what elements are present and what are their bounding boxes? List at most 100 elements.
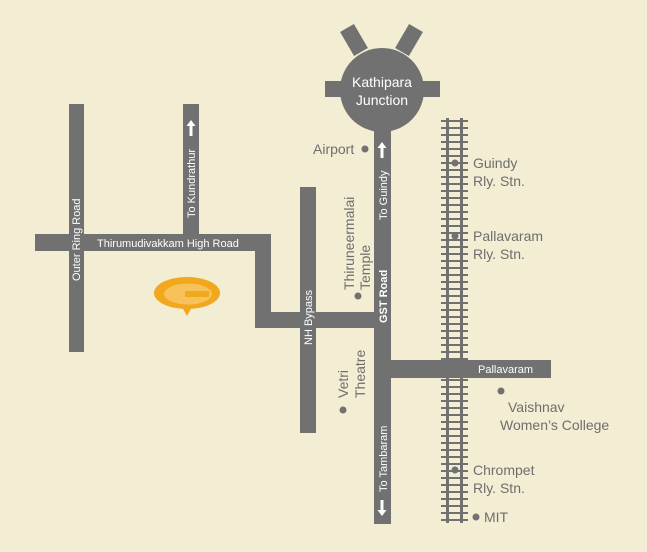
railway-sleeper xyxy=(441,421,468,423)
guindy-station-marker xyxy=(451,159,459,167)
railway-sleeper xyxy=(441,197,468,199)
railway-sleeper xyxy=(441,428,468,430)
junction-label-line2: Junction xyxy=(356,92,408,108)
label-guindy-line1: Guindy xyxy=(473,155,517,171)
thirumudivakkam-link-vertical xyxy=(255,234,271,328)
label-vetri-line2: Theatre xyxy=(352,350,368,398)
railway-sleeper xyxy=(441,337,468,339)
label-chrompet-line2: Rly. Stn. xyxy=(473,480,525,496)
railway-sleeper xyxy=(441,379,468,381)
mit-marker xyxy=(472,513,480,521)
pallavaram-station-marker xyxy=(451,232,459,240)
label-airport: Airport xyxy=(313,141,354,157)
label-gst-road: GST Road xyxy=(378,270,390,323)
railway-sleeper xyxy=(441,491,468,493)
railway-sleeper xyxy=(441,358,468,360)
railway-sleeper xyxy=(441,155,468,157)
arrow-up-icon xyxy=(377,142,387,158)
railway-sleeper xyxy=(441,288,468,290)
label-chrompet-line1: Chrompet xyxy=(473,462,535,478)
label-guindy-line2: Rly. Stn. xyxy=(473,173,525,189)
thirumudivakkam-link-horizontal xyxy=(255,312,389,328)
label-pallavaram-line2: Rly. Stn. xyxy=(473,246,525,262)
railway-sleeper xyxy=(441,484,468,486)
railway-sleeper xyxy=(441,134,468,136)
railway-sleeper xyxy=(441,190,468,192)
railway-sleeper xyxy=(441,120,468,122)
railway-sleeper xyxy=(441,260,468,262)
label-temple-line1: Thiruneermalai xyxy=(341,197,357,290)
railway-sleeper xyxy=(441,435,468,437)
label-pallavaram-line1: Pallavaram xyxy=(473,228,543,244)
kathipara-junction: Kathipara Junction xyxy=(325,23,440,132)
temple-marker xyxy=(354,292,362,300)
railway-sleeper xyxy=(441,498,468,500)
railway-sleeper xyxy=(441,295,468,297)
railway-sleeper xyxy=(441,211,468,213)
label-pallavaram-road: Pallavaram xyxy=(478,364,533,376)
railway-line xyxy=(441,118,468,523)
railway-sleeper xyxy=(441,183,468,185)
railway-sleeper xyxy=(441,400,468,402)
label-mit: MIT xyxy=(484,509,509,525)
railway-sleeper xyxy=(441,512,468,514)
vetri-theatre-marker xyxy=(339,406,347,414)
railway-sleeper xyxy=(441,169,468,171)
label-temple-line2: Temple xyxy=(357,245,373,290)
railway-sleeper xyxy=(441,344,468,346)
railway-sleeper xyxy=(441,456,468,458)
railway-sleeper xyxy=(441,505,468,507)
railway-sleeper xyxy=(441,309,468,311)
railway-sleeper xyxy=(441,281,468,283)
railway-sleeper xyxy=(441,218,468,220)
railway-sleeper xyxy=(441,316,468,318)
nh-bypass-road xyxy=(300,187,316,433)
thirumudivakkam-high-road xyxy=(35,234,271,251)
railway-sleeper xyxy=(441,274,468,276)
railway-sleeper xyxy=(441,449,468,451)
railway-sleeper xyxy=(441,351,468,353)
label-vaishnav-line1: Vaishnav xyxy=(508,399,565,415)
railway-sleeper xyxy=(441,253,468,255)
railway-sleeper xyxy=(441,267,468,269)
label-to-kundrathur: To Kundrathur xyxy=(186,149,198,218)
railway-sleeper xyxy=(441,225,468,227)
label-outer-ring-road: Outer Ring Road xyxy=(71,198,83,281)
railway-sleeper xyxy=(441,386,468,388)
railway-sleeper xyxy=(441,442,468,444)
label-to-tambaram: To Tambaram xyxy=(378,426,390,492)
chrompet-station-marker xyxy=(451,466,459,474)
railway-sleeper xyxy=(441,176,468,178)
railway-sleeper xyxy=(441,302,468,304)
railway-sleeper xyxy=(441,414,468,416)
junction-label-line1: Kathipara xyxy=(352,74,412,90)
railway-sleeper xyxy=(441,463,468,465)
railway-sleeper xyxy=(441,393,468,395)
railway-sleeper xyxy=(441,141,468,143)
label-vaishnav-line2: Women’s College xyxy=(500,417,609,433)
railway-sleeper xyxy=(441,246,468,248)
railway-sleeper xyxy=(441,407,468,409)
outer-ring-road xyxy=(69,104,84,352)
arrow-up-icon xyxy=(186,120,196,136)
location-pin-logo xyxy=(154,277,220,316)
roads xyxy=(35,104,551,524)
railway-sleepers xyxy=(441,120,468,521)
pallavaram-road xyxy=(374,360,551,378)
railway-sleeper xyxy=(441,148,468,150)
railway-sleeper xyxy=(441,127,468,129)
railway-sleeper xyxy=(441,477,468,479)
label-vetri-line1: Vetri xyxy=(335,370,351,398)
gst-road xyxy=(374,118,391,524)
railway-sleeper xyxy=(441,519,468,521)
railway-sleeper xyxy=(441,330,468,332)
label-nh-bypass: NH Bypass xyxy=(303,289,315,345)
railway-sleeper xyxy=(441,204,468,206)
kundrathur-road xyxy=(183,104,199,238)
railway-sleeper xyxy=(441,239,468,241)
railway-sleeper xyxy=(441,323,468,325)
airport-marker xyxy=(361,145,369,153)
label-thirumudivakkam-high-road: Thirumudivakkam High Road xyxy=(97,238,239,250)
